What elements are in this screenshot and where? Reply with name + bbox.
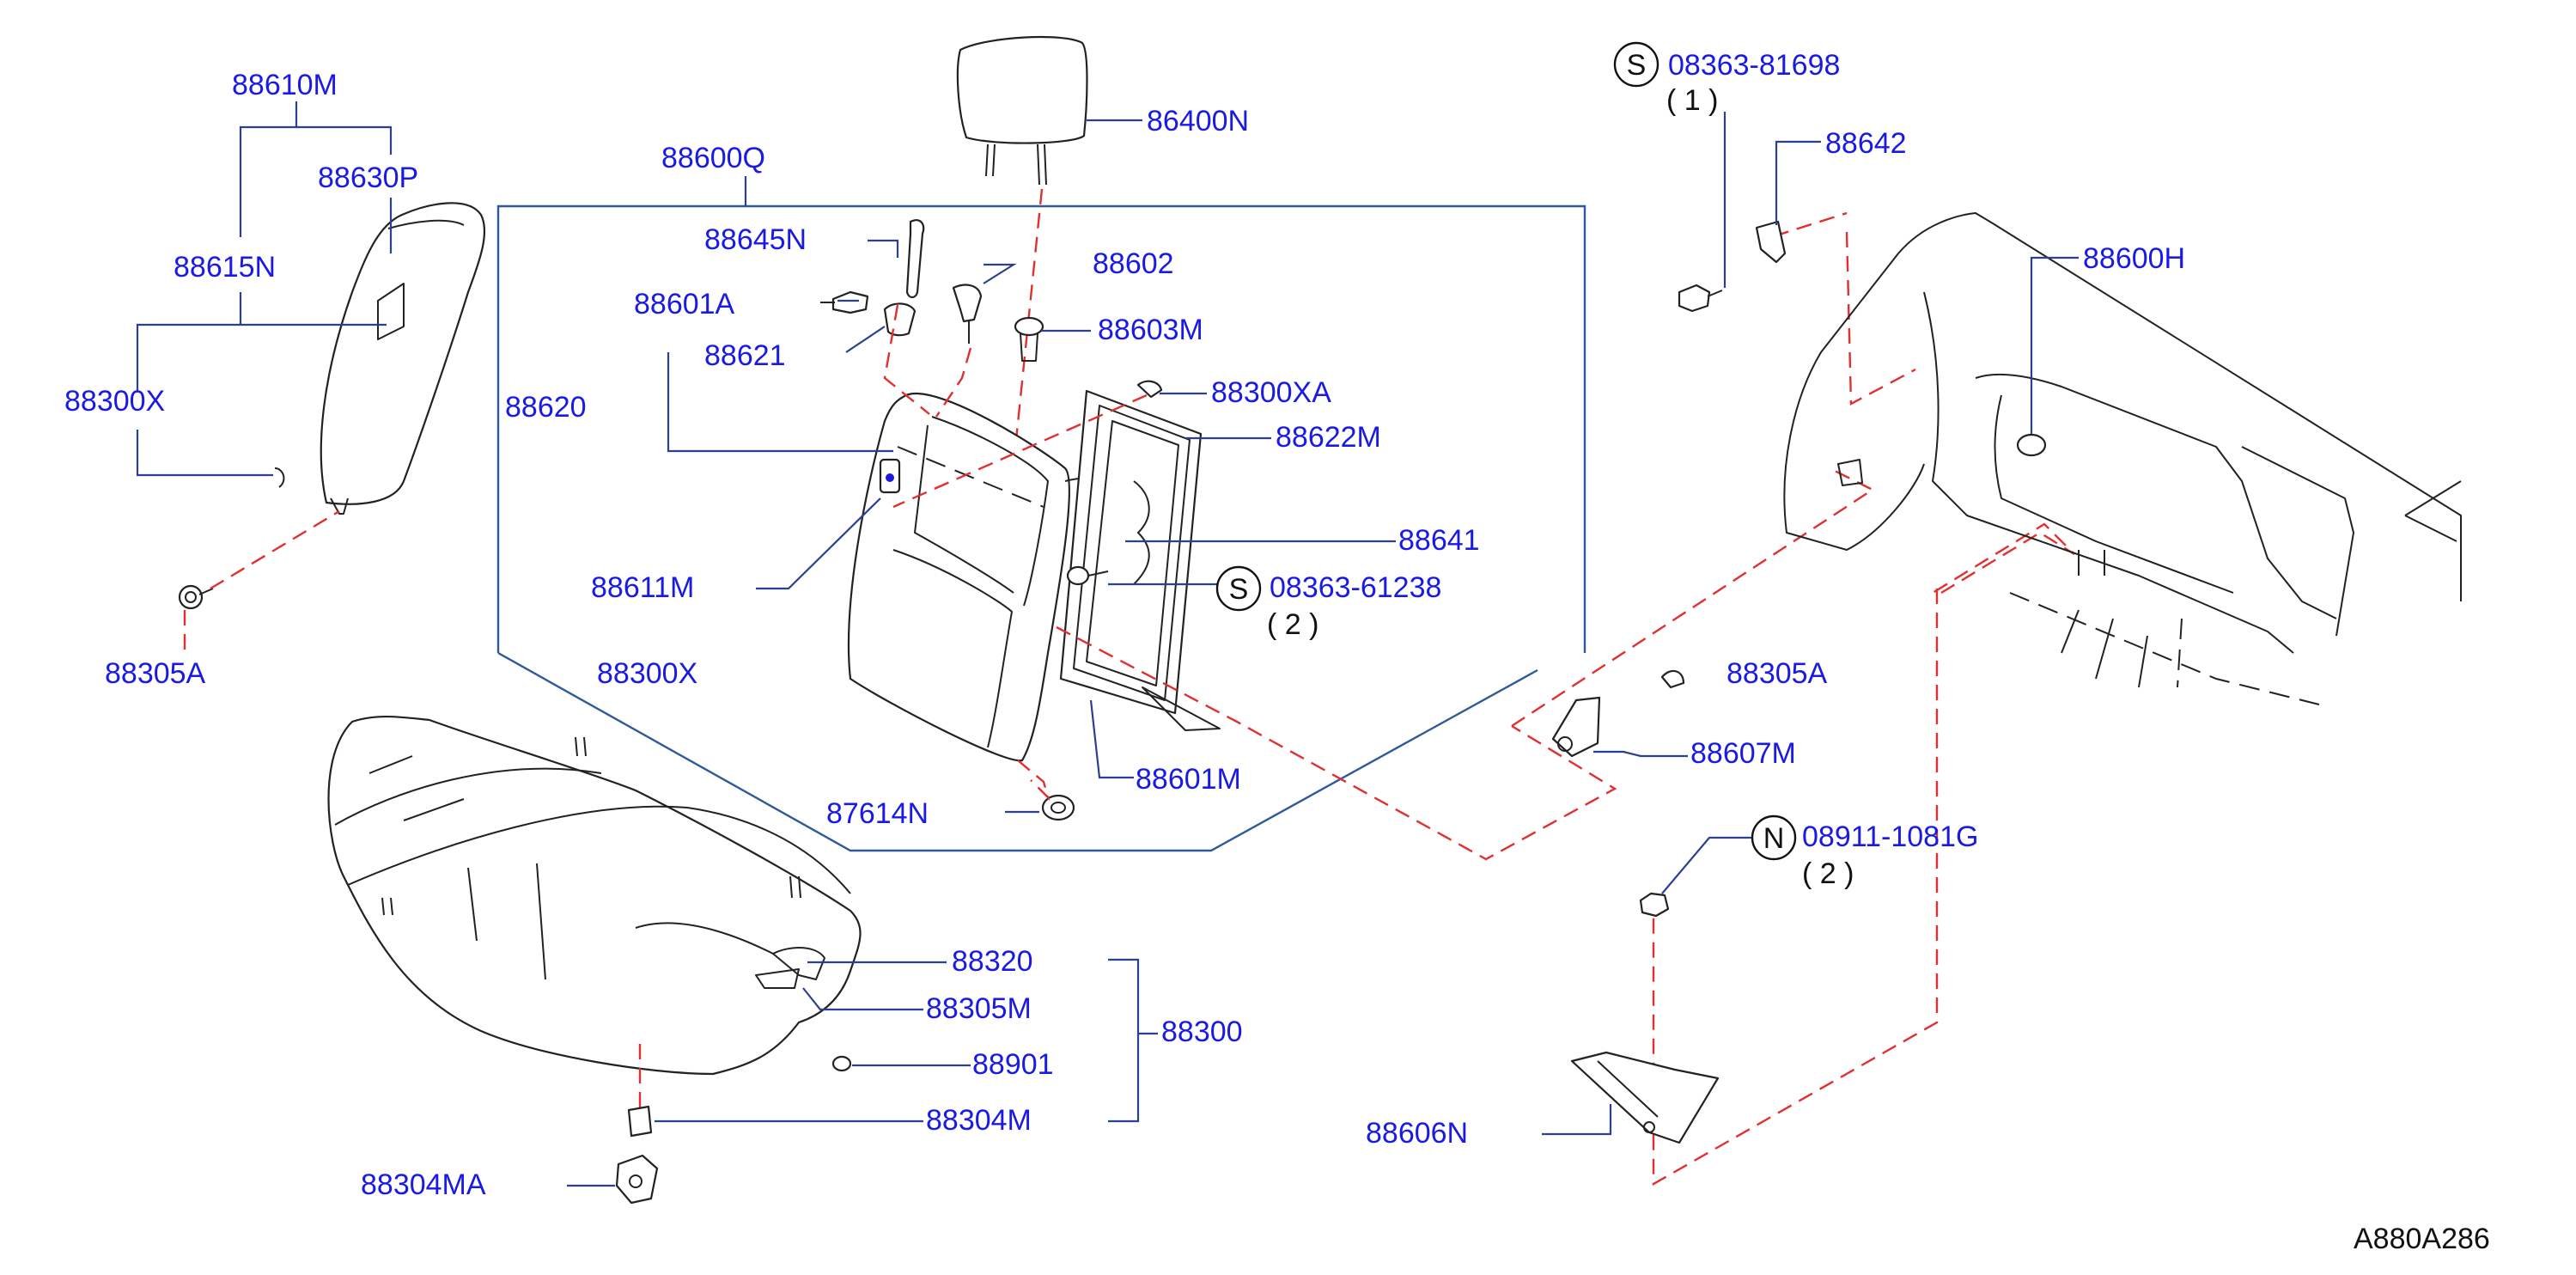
label-87614N: 87614N — [826, 797, 929, 830]
label-88300XA: 88300XA — [1211, 376, 1331, 409]
label-88601A: 88601A — [634, 288, 735, 320]
label-88304MA: 88304MA — [361, 1168, 486, 1201]
label-88300X: 88300X — [64, 385, 165, 418]
diagram-id: A880A286 — [2354, 1223, 2490, 1255]
label-88300X-2: 88300X — [597, 657, 697, 690]
label-88611M: 88611M — [591, 571, 694, 604]
bracket-88642-icon — [1755, 220, 1787, 264]
hook-88304MA-icon — [615, 1154, 659, 1205]
leader-88610M — [136, 101, 393, 477]
quantity-2-a: ( 2 ) — [1267, 608, 1318, 641]
seat-cushion — [327, 716, 862, 1076]
label-88305A: 88305A — [105, 657, 206, 690]
label-88300: 88300 — [1161, 1016, 1243, 1048]
bracket-88606N-icon — [1570, 1051, 1720, 1144]
clip-88901-icon — [831, 1055, 852, 1072]
stud-88600H-icon — [2016, 433, 2047, 457]
label-08911-1081G: 08911-1081G — [1802, 821, 1978, 853]
label-88601M: 88601M — [1136, 763, 1241, 796]
label-88901: 88901 — [972, 1048, 1054, 1081]
label-88305M: 88305M — [926, 992, 1032, 1025]
label-88610M: 88610M — [232, 69, 338, 101]
bolt-88305A-icon — [1660, 669, 1685, 689]
side-bolster — [320, 202, 486, 515]
grommet-87614N-icon — [1041, 794, 1075, 821]
label-88603M: 88603M — [1098, 314, 1203, 346]
symbol-n-1081G: N — [1751, 814, 1797, 861]
label-88602: 88602 — [1093, 247, 1174, 280]
seatback-dash-connectors — [883, 211, 2075, 1187]
label-88620: 88620 — [505, 391, 587, 424]
clip-88300XA-icon — [1136, 380, 1163, 399]
label-86400N: 86400N — [1147, 105, 1249, 137]
label-08363-61238: 08363-61238 — [1270, 571, 1441, 604]
label-08363-81698: 08363-81698 — [1668, 49, 1840, 82]
hook-88304M-icon — [627, 1105, 653, 1138]
svg-text:S: S — [1627, 49, 1647, 82]
clip-icon — [274, 467, 285, 488]
nut-08911-1081G-icon — [1639, 892, 1670, 918]
label-88630P: 88630P — [318, 162, 418, 194]
guide-88603M-icon — [1014, 316, 1044, 362]
body-panel — [1783, 212, 2462, 705]
quantity-1: ( 1 ) — [1666, 84, 1718, 117]
svg-text:S: S — [1229, 573, 1249, 606]
clip-88645N-icon — [905, 219, 925, 299]
label-88642: 88642 — [1825, 127, 1907, 160]
label-88645N: 88645N — [704, 223, 807, 256]
label-88622M: 88622M — [1276, 421, 1381, 454]
label-88304M: 88304M — [926, 1104, 1032, 1137]
symbol-s-81698: S — [1613, 41, 1659, 88]
quantity-2-b: ( 2 ) — [1802, 857, 1854, 890]
bolt-08363-61238-icon — [1066, 565, 1109, 586]
label-88600H: 88600H — [2083, 242, 2185, 275]
bracket-88607M-icon — [1551, 696, 1601, 758]
label-88320: 88320 — [952, 945, 1033, 978]
cap-88621-icon — [883, 302, 917, 337]
guide-88602-icon — [952, 284, 983, 344]
label-88305A-2: 88305A — [1726, 657, 1828, 690]
seatback — [847, 393, 1146, 762]
screw-88601A-icon — [820, 290, 869, 314]
bolt-08363-81698-icon — [1678, 284, 1723, 313]
label-88621: 88621 — [704, 339, 786, 372]
headrest — [956, 35, 1088, 186]
dash-connector — [210, 509, 340, 590]
label-88607M: 88607M — [1690, 737, 1796, 770]
seatback-group-frame — [496, 176, 1586, 852]
symbol-s-61238: S — [1215, 565, 1262, 612]
label-88606N: 88606N — [1366, 1117, 1468, 1150]
label-88600Q: 88600Q — [661, 142, 765, 174]
svg-text:N: N — [1763, 822, 1785, 855]
label-88641: 88641 — [1398, 524, 1480, 557]
bolt-icon — [178, 584, 214, 610]
label-88615N: 88615N — [174, 251, 276, 284]
leaders — [567, 112, 2079, 1187]
seatback-frame — [1059, 389, 1221, 731]
